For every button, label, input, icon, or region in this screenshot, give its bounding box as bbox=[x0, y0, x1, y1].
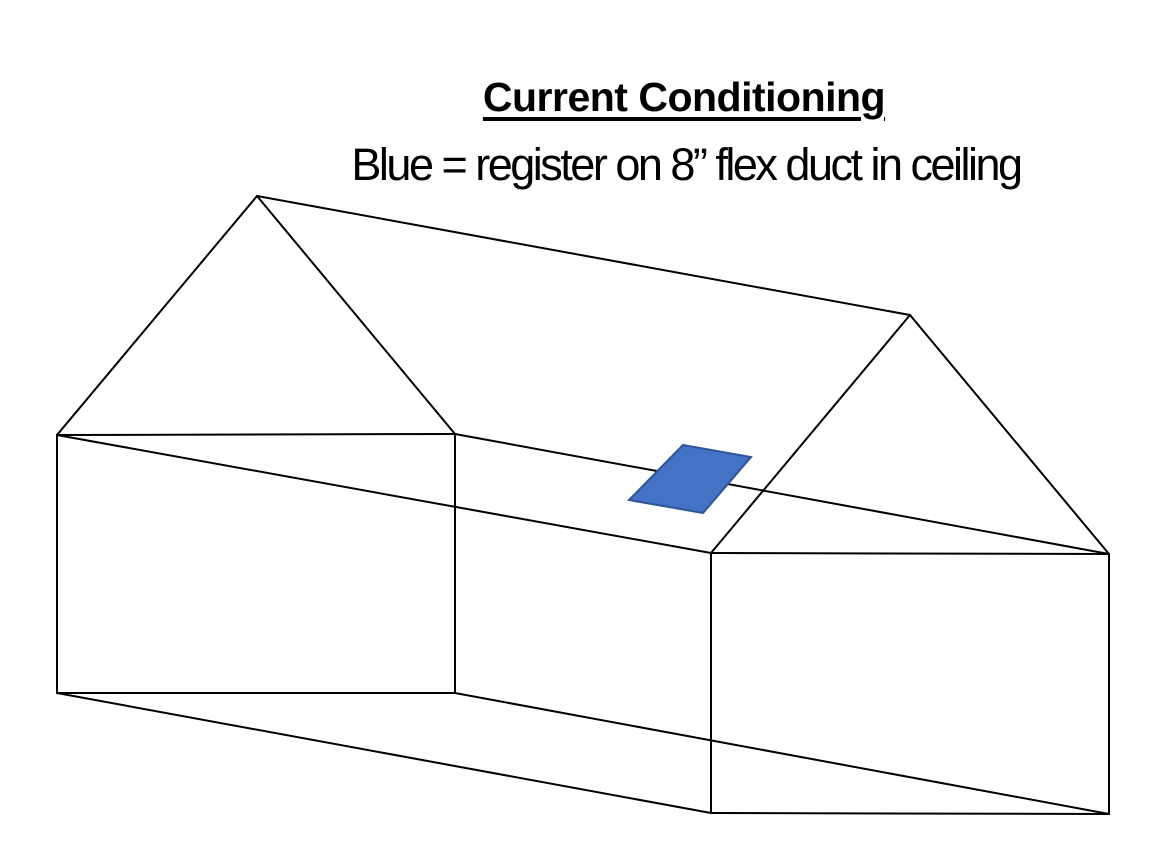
ceiling-register-shape bbox=[626, 443, 753, 515]
legend-subtitle: Blue = register on 8” flex duct in ceili… bbox=[351, 139, 1023, 190]
house-edge-bottom-back-edge bbox=[454, 692, 1110, 815]
house-edge-bottom-right-edge bbox=[710, 812, 1110, 815]
house-edge-right-roof-back-edge bbox=[909, 314, 1110, 555]
house-edge-front-eave bbox=[56, 434, 712, 554]
house-edge-right-eave bbox=[710, 552, 1110, 555]
house-edge-left-roof-back-edge bbox=[256, 195, 456, 435]
house-edge-bottom-front-edge bbox=[56, 692, 712, 814]
house-edge-back-eave bbox=[454, 433, 1110, 555]
house-edge-left-eave bbox=[56, 433, 456, 436]
house-edge-right-roof-front-edge bbox=[710, 314, 911, 554]
house-edge-roof-ridge bbox=[256, 195, 911, 316]
page-title: Current Conditioning bbox=[482, 74, 886, 120]
house-edge-left-roof-front-edge bbox=[56, 195, 258, 436]
